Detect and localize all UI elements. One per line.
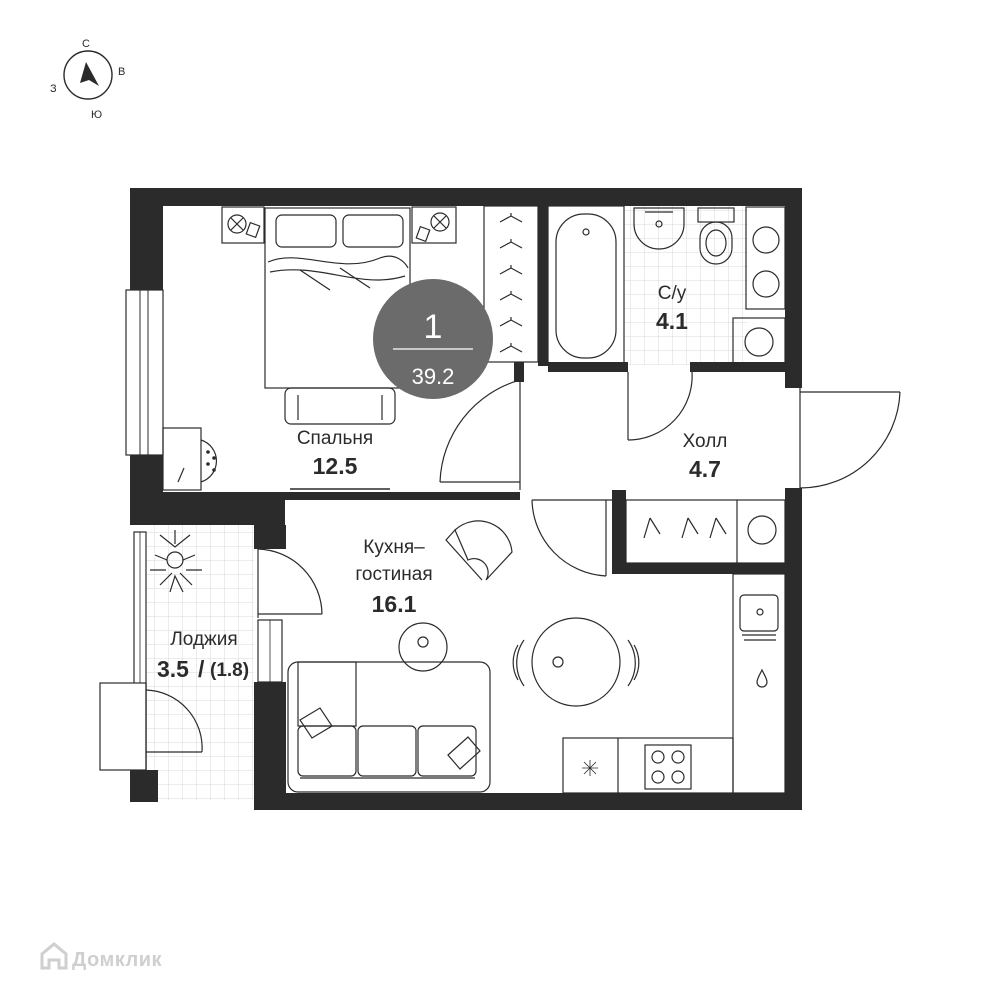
toilet <box>697 207 735 265</box>
door-kitchen <box>531 499 612 577</box>
compass-arrow-icon <box>80 62 99 86</box>
bathroom-tiles <box>625 205 748 365</box>
kitchen-area: 16.1 <box>372 591 417 617</box>
door-loggia-outer <box>99 682 203 771</box>
door-loggia <box>257 548 323 618</box>
room-count-badge: 1 39.2 <box>373 279 493 399</box>
loggia-name: Лоджия <box>170 629 237 650</box>
compass-west: З <box>50 83 57 95</box>
washing-machine-2 <box>732 317 786 367</box>
bathtub <box>547 205 625 365</box>
sofa <box>287 661 491 793</box>
compass: С В Ю З <box>50 38 125 121</box>
compass-north: С <box>82 38 90 50</box>
kitchen-name-line2: гостиная <box>355 564 432 585</box>
kitchen-counter <box>562 573 786 794</box>
hall-area: 4.7 <box>689 456 721 482</box>
desk-bedroom <box>162 427 217 491</box>
walls <box>130 188 802 810</box>
compass-south: Ю <box>91 109 102 121</box>
watermark-text: Домклик <box>72 949 162 971</box>
loggia-area: 3.5 <box>157 656 189 682</box>
wardrobe-bedroom <box>483 205 539 363</box>
badge-room-count: 1 <box>424 308 443 346</box>
nightstand-right <box>411 206 457 244</box>
loggia-tiles <box>146 525 254 800</box>
door-bedroom <box>439 379 521 490</box>
kitchen-name-line1: Кухня– <box>363 537 425 558</box>
plant-icon <box>150 530 202 593</box>
armchair <box>445 520 513 581</box>
coffee-table <box>398 622 448 672</box>
door-entrance <box>799 388 901 489</box>
kitchen-sink <box>739 594 779 688</box>
stove <box>644 744 692 790</box>
hall-name: Холл <box>683 431 728 452</box>
dining-table <box>512 617 640 707</box>
bathroom-area: 4.1 <box>656 308 688 334</box>
bathroom-name: С/у <box>658 283 687 304</box>
compass-ring <box>63 50 113 100</box>
bedroom-name: Спальня <box>297 428 373 449</box>
sink-bathroom <box>633 207 685 250</box>
loggia-area-reduced: (1.8) <box>210 660 249 681</box>
hall-closet <box>625 499 786 564</box>
nightstand-left <box>221 206 265 244</box>
loggia-area-separator: / <box>198 656 205 682</box>
fridge-icon <box>582 760 598 776</box>
door-bathroom <box>627 371 693 441</box>
compass-east: В <box>118 66 125 78</box>
washing-machine-bathroom <box>745 206 786 310</box>
badge-total-area: 39.2 <box>412 364 455 389</box>
bedroom-area: 12.5 <box>313 453 358 479</box>
house-logo-icon <box>40 942 68 970</box>
watermark: Домклик <box>40 942 162 971</box>
window-kitchen-loggia <box>257 619 283 683</box>
window-bedroom <box>125 289 164 456</box>
